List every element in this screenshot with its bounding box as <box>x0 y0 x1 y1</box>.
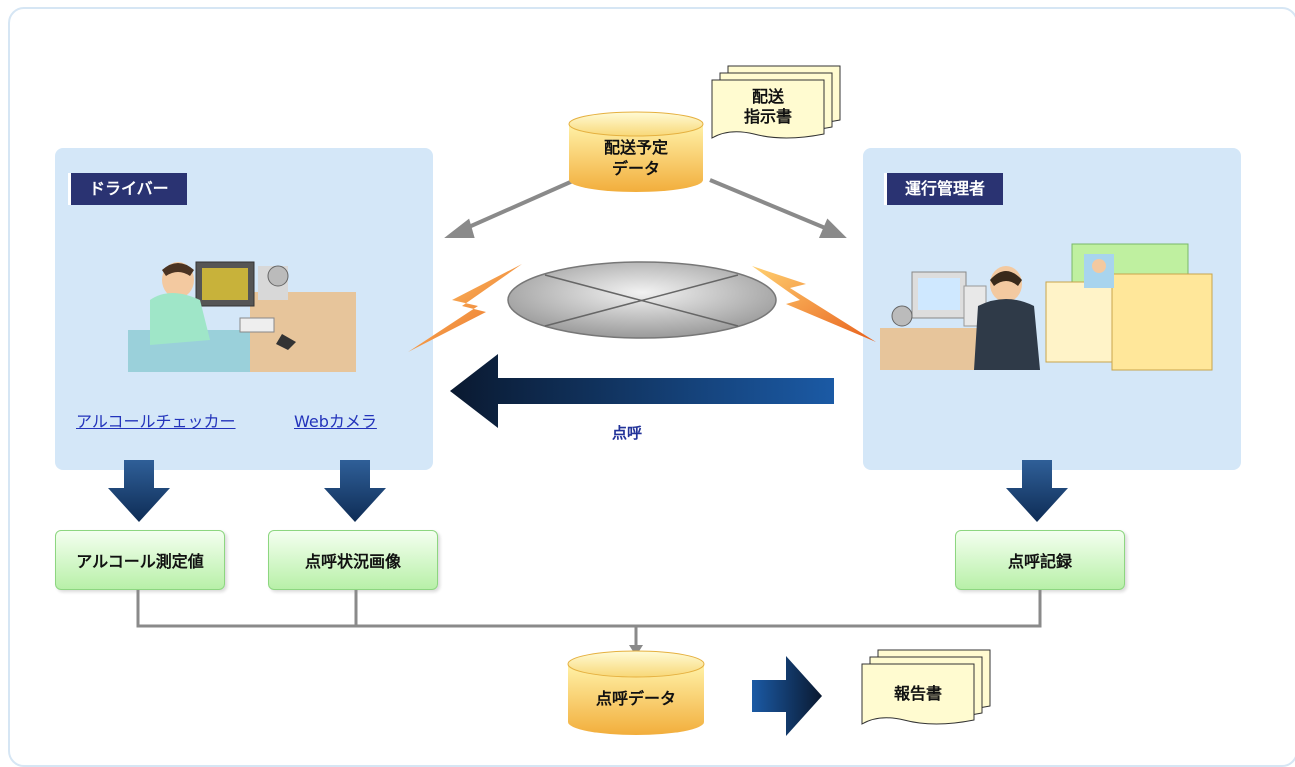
rollcall-db-label: 点呼データ <box>596 689 676 708</box>
driver-illustration <box>128 261 356 372</box>
schedule-db-icon <box>568 111 704 192</box>
report-doc-label: 報告書 <box>894 684 942 703</box>
schedule-db-line2: データ <box>612 159 660 178</box>
connector-lines <box>136 590 1042 648</box>
alcohol-checker-link[interactable]: アルコールチェッカー <box>76 412 236 431</box>
schedule-db-line1: 配送予定 <box>604 138 668 157</box>
manager-illustration <box>880 243 1213 371</box>
instruction-doc-icon <box>711 65 841 139</box>
alcohol-value-box: アルコール測定値 <box>55 530 225 590</box>
network-icon <box>507 261 777 339</box>
down-arrow-record <box>1006 460 1068 522</box>
driver-title: ドライバー <box>68 173 187 205</box>
rollcall-arrow <box>450 354 834 428</box>
instruction-doc-line1: 配送 <box>752 87 785 106</box>
schedule-arrows <box>444 178 847 238</box>
instruction-doc-line2: 指示書 <box>744 107 792 126</box>
manager-title: 運行管理者 <box>884 173 1004 205</box>
rollcall-record-box: 点呼記録 <box>955 530 1125 590</box>
lightning-right-icon <box>752 266 876 342</box>
rollcall-db-icon <box>567 650 705 735</box>
rollcall-image-box: 点呼状況画像 <box>268 530 438 590</box>
report-doc-icon <box>861 649 991 725</box>
lightning-left-icon <box>408 264 522 352</box>
rollcall-label: 点呼 <box>612 424 643 442</box>
down-arrow-webcam <box>324 460 386 522</box>
down-arrow-alcohol <box>108 460 170 522</box>
webcam-link[interactable]: Webカメラ <box>294 412 377 431</box>
report-arrow <box>752 656 822 736</box>
